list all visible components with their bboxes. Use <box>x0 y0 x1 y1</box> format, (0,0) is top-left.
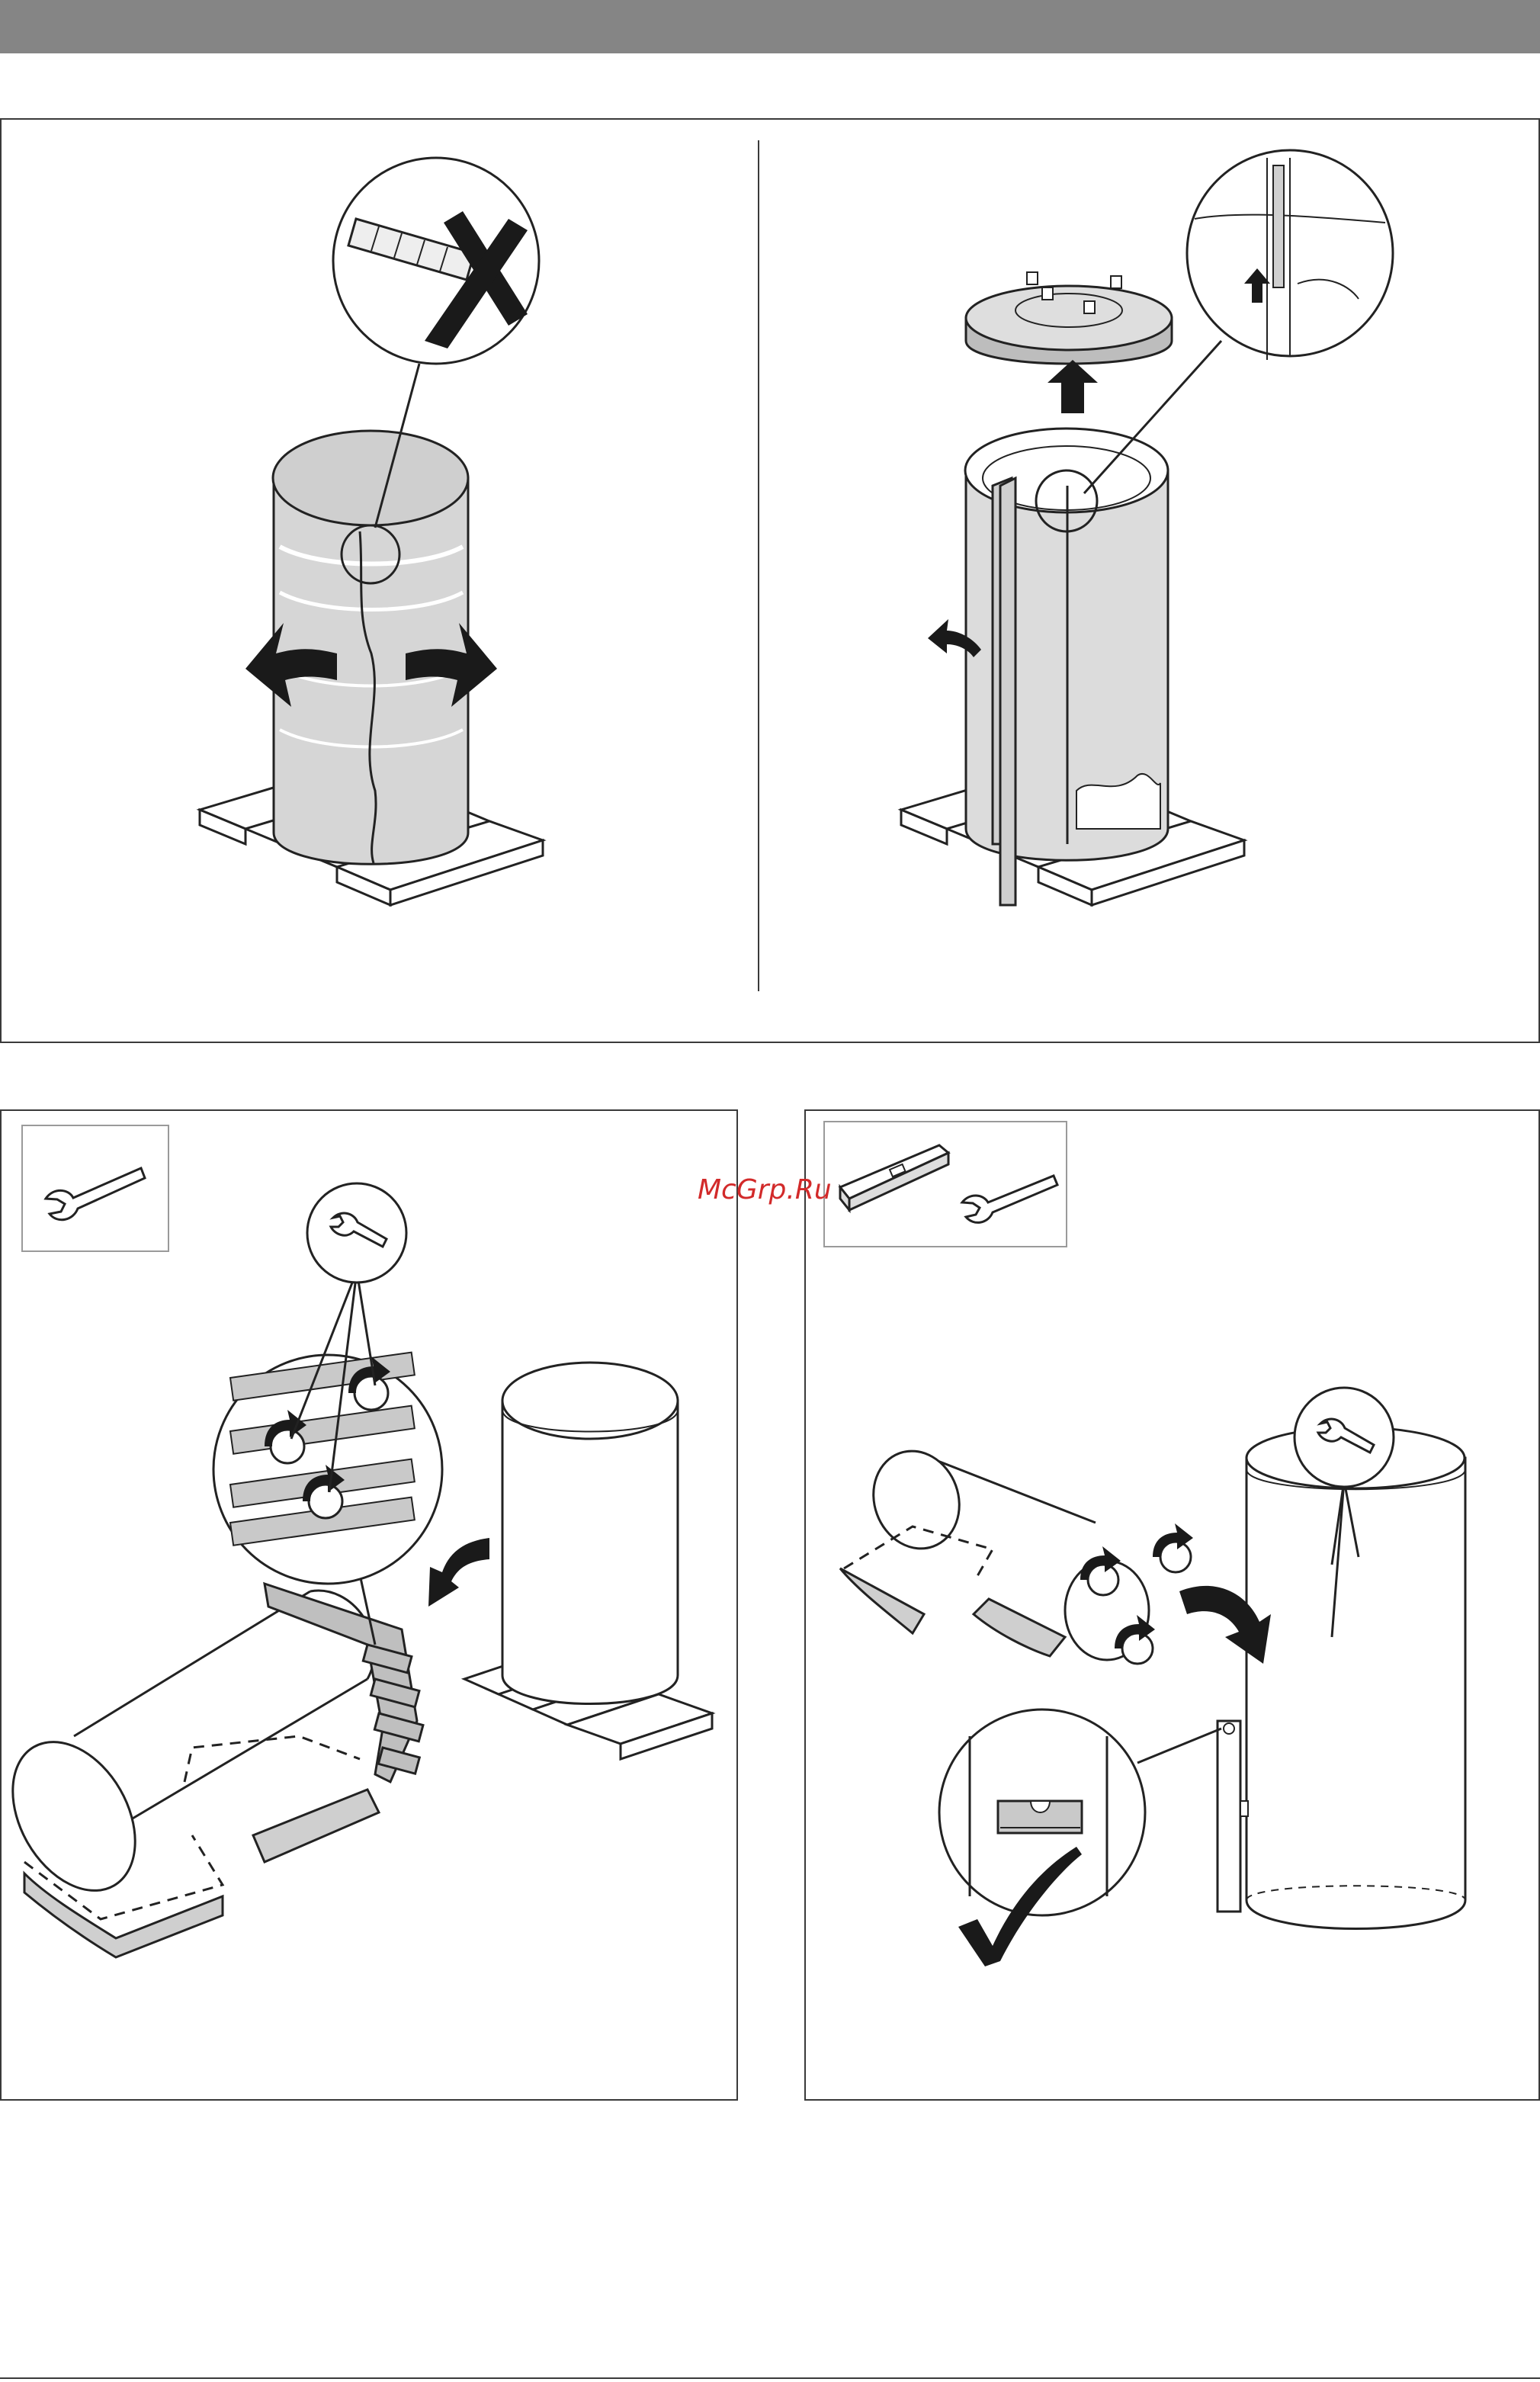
bolts-illustration <box>2 1111 740 2102</box>
tool-box-right <box>823 1121 1067 1247</box>
wrapped-boiler <box>273 431 468 864</box>
lying-boiler-right <box>840 1439 1193 1664</box>
figure-level-panel <box>804 1109 1540 2101</box>
no-knife-icon <box>333 158 539 364</box>
level-illustration <box>806 1111 1540 2102</box>
spirit-level-icon <box>840 1145 948 1210</box>
rotate-arrow-icon <box>428 1538 489 1607</box>
spirit-level-and-wrench-icon <box>825 1122 1069 1249</box>
zipper-detail-icon <box>1187 150 1393 360</box>
unpack-illustration <box>2 120 1540 1045</box>
lying-boiler <box>2 1588 379 1957</box>
upright-boiler <box>464 1363 712 1759</box>
wrench-callout-icon <box>307 1183 406 1282</box>
boiler-cover-opening <box>965 429 1168 905</box>
tool-box-left <box>21 1125 169 1252</box>
boiler-lid <box>966 272 1172 364</box>
bolt-detail <box>213 1353 442 1584</box>
header-bar <box>0 0 1540 53</box>
wrench-icon <box>962 1176 1057 1222</box>
wrench-callout-icon-right <box>1295 1388 1394 1487</box>
panel-divider <box>758 140 759 991</box>
figure-bolts-panel <box>0 1109 738 2101</box>
footer-rule <box>0 2377 1540 2379</box>
watermark-text: McGrp.Ru <box>698 1174 832 1205</box>
wrench-icon <box>23 1126 171 1254</box>
up-arrow-icon <box>1048 360 1098 413</box>
figure-unpack-panel <box>0 118 1540 1043</box>
